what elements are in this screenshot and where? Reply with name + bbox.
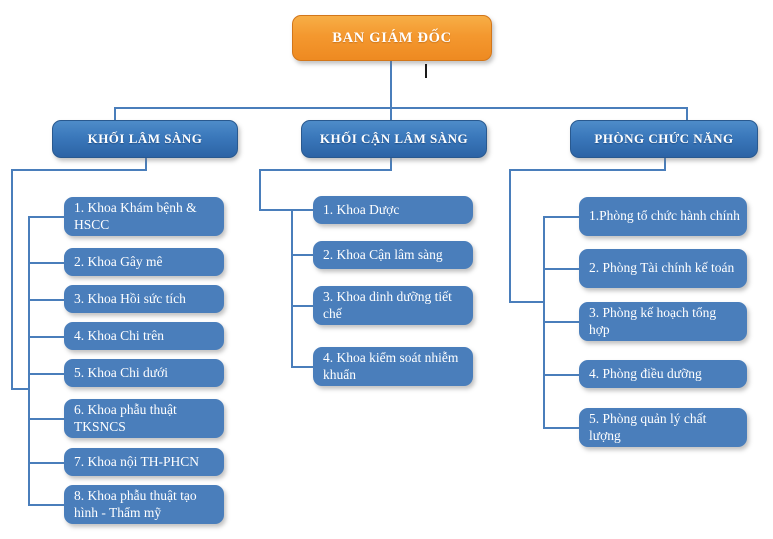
node-label: 2. Phòng Tài chính kế toán: [589, 260, 735, 276]
connector-b3-child-1: [543, 216, 579, 218]
connector-drop-khoi-can-lam-sang: [390, 107, 392, 120]
connector-b1-child-8: [28, 504, 64, 506]
node-label: 8. Khoa phẫu thuật tạo hình - Thẩm mỹ: [74, 488, 197, 520]
node-label: 4. Phòng điều dưỡng: [589, 365, 702, 381]
connector-b2-child-1: [291, 209, 313, 211]
node-label: 1.Phòng tổ chức hành chính: [589, 208, 740, 224]
node-khoi-can-lam-sang-child-2[interactable]: 2. Khoa Cận lâm sàng: [313, 241, 473, 269]
connector-b1-child-1: [28, 216, 64, 218]
node-khoi-can-lam-sang[interactable]: KHỐI CẬN LÂM SÀNG: [301, 120, 487, 158]
node-khoi-can-lam-sang-child-4[interactable]: 4. Khoa kiểm soát nhiễm khuẩn: [313, 347, 473, 386]
connector-b2-inner-spine: [291, 209, 293, 367]
connector-b3-outer-spine: [509, 169, 511, 302]
node-khoi-lam-sang[interactable]: KHỐI LÂM SÀNG: [52, 120, 238, 158]
connector-b3-child-2: [543, 268, 579, 270]
node-label: 5. Phòng quản lý chất lượng: [589, 411, 707, 443]
node-label: 2. Khoa Cận lâm sàng: [323, 246, 443, 262]
connector-b2-outer-bottom: [259, 209, 292, 211]
node-label: 4. Khoa Chi trên: [74, 327, 164, 343]
connector-drop-phong-chuc-nang: [686, 107, 688, 120]
connector-b1-header-stem: [145, 158, 147, 170]
node-phong-chuc-nang-child-3[interactable]: 3. Phòng kế hoạch tổng hợp: [579, 302, 747, 341]
connector-b3-child-3: [543, 321, 579, 323]
connector-b1-child-5: [28, 373, 64, 375]
connector-b1-outer-bottom: [11, 388, 29, 390]
node-khoi-lam-sang-child-1[interactable]: 1. Khoa Khám bệnh & HSCC: [64, 197, 224, 236]
node-label: 2. Khoa Gây mê: [74, 253, 163, 269]
connector-b3-child-4: [543, 374, 579, 376]
connector-b2-child-4: [291, 366, 313, 368]
connector-b2-outer-spine: [259, 169, 261, 210]
connector-level1-bus: [114, 107, 687, 109]
node-khoi-can-lam-sang-child-3[interactable]: 3. Khoa dinh dưỡng tiết chế: [313, 286, 473, 325]
node-label: 1. Khoa Khám bệnh & HSCC: [74, 200, 197, 232]
connector-b3-child-5: [543, 427, 579, 429]
node-khoi-lam-sang-child-7[interactable]: 7. Khoa nội TH-PHCN: [64, 448, 224, 476]
node-khoi-lam-sang-child-8[interactable]: 8. Khoa phẫu thuật tạo hình - Thẩm mỹ: [64, 485, 224, 524]
node-phong-chuc-nang-child-2[interactable]: 2. Phòng Tài chính kế toán: [579, 249, 747, 288]
node-khoi-can-lam-sang-child-1[interactable]: 1. Khoa Dược: [313, 196, 473, 224]
node-ban-giam-doc[interactable]: BAN GIÁM ĐỐC: [292, 15, 492, 61]
connector-b1-child-4: [28, 336, 64, 338]
node-label: KHỐI LÂM SÀNG: [87, 131, 203, 146]
connector-b1-outer-top: [11, 169, 147, 171]
connector-b1-child-7: [28, 462, 64, 464]
connector-b3-outer-bottom: [509, 301, 544, 303]
connector-root-stem: [390, 60, 392, 108]
node-khoi-lam-sang-child-4[interactable]: 4. Khoa Chi trên: [64, 322, 224, 350]
node-label: 5. Khoa Chi dưới: [74, 364, 168, 380]
text-caret: [425, 64, 427, 78]
node-label: 4. Khoa kiểm soát nhiễm khuẩn: [323, 350, 459, 382]
connector-b1-inner-spine: [28, 216, 30, 504]
node-label: 7. Khoa nội TH-PHCN: [74, 453, 200, 469]
connector-b1-outer-spine: [11, 169, 13, 389]
node-khoi-lam-sang-child-5[interactable]: 5. Khoa Chi dưới: [64, 359, 224, 387]
node-label: 1. Khoa Dược: [323, 201, 400, 217]
connector-b1-child-6: [28, 418, 64, 420]
node-label: 3. Khoa Hồi sức tích: [74, 290, 186, 306]
node-phong-chuc-nang[interactable]: PHÒNG CHỨC NĂNG: [570, 120, 758, 158]
connector-b3-outer-top: [509, 169, 666, 171]
node-label: PHÒNG CHỨC NĂNG: [594, 131, 734, 146]
node-phong-chuc-nang-child-1[interactable]: 1.Phòng tổ chức hành chính: [579, 197, 747, 236]
node-label: 3. Khoa dinh dưỡng tiết chế: [323, 289, 452, 321]
connector-b2-child-3: [291, 305, 313, 307]
node-label: 6. Khoa phẫu thuật TKSNCS: [74, 402, 177, 434]
node-label: BAN GIÁM ĐỐC: [332, 29, 452, 46]
connector-b1-child-2: [28, 262, 64, 264]
connector-b2-child-2: [291, 254, 313, 256]
node-label: 3. Phòng kế hoạch tổng hợp: [589, 305, 717, 337]
node-label: KHỐI CẬN LÂM SÀNG: [319, 131, 469, 146]
node-khoi-lam-sang-child-6[interactable]: 6. Khoa phẫu thuật TKSNCS: [64, 399, 224, 438]
connector-b3-header-stem: [664, 158, 666, 170]
connector-drop-khoi-lam-sang: [114, 107, 116, 120]
connector-b2-header-stem: [390, 158, 392, 170]
node-phong-chuc-nang-child-4[interactable]: 4. Phòng điều dưỡng: [579, 360, 747, 388]
node-khoi-lam-sang-child-3[interactable]: 3. Khoa Hồi sức tích: [64, 285, 224, 313]
connector-b1-child-3: [28, 299, 64, 301]
connector-b2-outer-top: [259, 169, 392, 171]
node-phong-chuc-nang-child-5[interactable]: 5. Phòng quản lý chất lượng: [579, 408, 747, 447]
node-khoi-lam-sang-child-2[interactable]: 2. Khoa Gây mê: [64, 248, 224, 276]
